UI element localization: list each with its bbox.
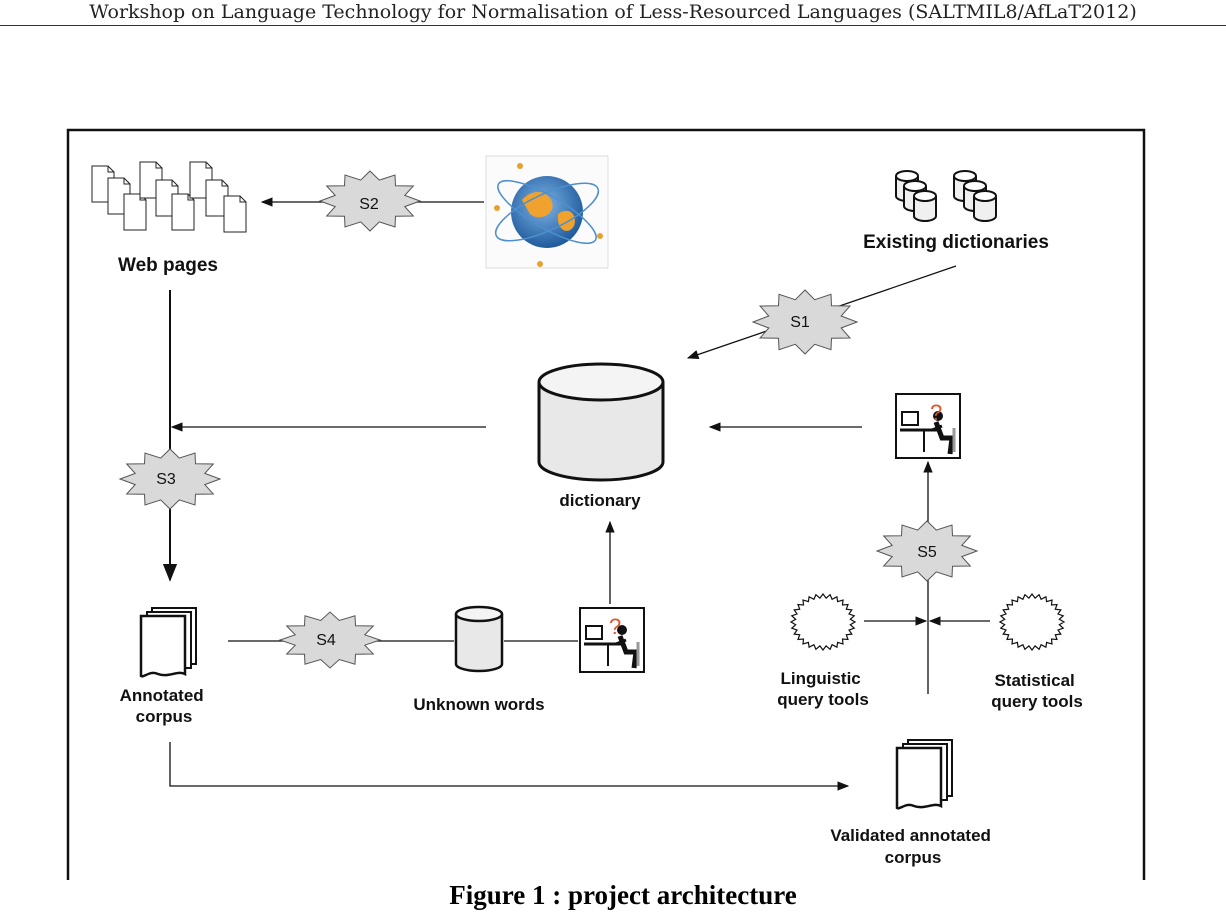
question-mark-lower: ? bbox=[609, 614, 621, 639]
header-rule bbox=[0, 25, 1226, 26]
diagram-frame bbox=[66, 128, 1146, 880]
figure-caption: Figure 1 : project architecture bbox=[449, 880, 797, 910]
step-s5-burst bbox=[875, 520, 979, 582]
annotated-corpus-icon bbox=[139, 606, 198, 678]
step-s2-label: S2 bbox=[359, 196, 379, 213]
step-s3-burst bbox=[118, 448, 222, 510]
linguistic-query-tools-icon bbox=[789, 593, 857, 651]
web-pages-icon bbox=[91, 161, 247, 233]
human-validator-icon bbox=[896, 394, 960, 458]
step-s2-burst bbox=[318, 170, 422, 232]
dictionary-label: dictionary bbox=[559, 491, 641, 510]
statistical-query-tools-label: Statistical query tools bbox=[991, 671, 1083, 711]
step-s1-burst bbox=[751, 289, 859, 355]
linguistic-query-tools-label: Linguistic query tools bbox=[777, 669, 869, 709]
step-s1-label: S1 bbox=[790, 314, 810, 331]
validated-corpus-label: Validated annotated corpus bbox=[830, 826, 995, 867]
unknown-words-database-icon bbox=[454, 605, 504, 673]
existing-dictionaries-label: Existing dictionaries bbox=[863, 232, 1049, 253]
validated-corpus-icon bbox=[895, 738, 954, 810]
step-s3-label: S3 bbox=[156, 471, 176, 488]
internet-globe-icon bbox=[485, 155, 609, 269]
question-mark-upper: ? bbox=[930, 400, 942, 425]
web-pages-label: Web pages bbox=[118, 255, 218, 276]
dictionary-database-icon bbox=[537, 362, 665, 482]
running-header: Workshop on Language Technology for Norm… bbox=[89, 1, 1137, 23]
step-s4-burst bbox=[278, 611, 382, 669]
statistical-query-tools-icon bbox=[998, 593, 1066, 651]
architecture-diagram: Web pages Existing dictionaries dictiona… bbox=[66, 128, 1146, 880]
step-s5-label: S5 bbox=[917, 544, 937, 561]
annotated-corpus-label: Annotated corpus bbox=[120, 686, 209, 726]
unknown-words-label: Unknown words bbox=[413, 695, 544, 714]
existing-dictionaries-icon bbox=[895, 170, 997, 222]
step-s4-label: S4 bbox=[316, 632, 336, 649]
arrow-corpus-to-validated bbox=[169, 742, 850, 791]
